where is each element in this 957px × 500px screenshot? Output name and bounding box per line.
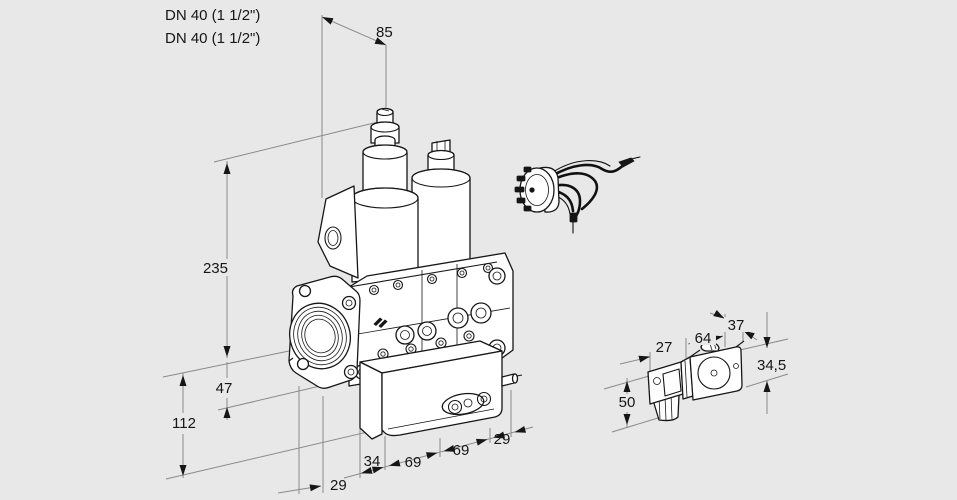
connector-plug-drawing	[514, 156, 641, 234]
solenoid-coil-rear	[411, 139, 471, 272]
dim-69-a: 69	[405, 454, 422, 471]
mounting-bracket	[317, 185, 359, 279]
dimension-labels: DN 40 (1 1/2") DN 40 (1 1/2") 85 235 47 …	[165, 7, 786, 494]
dim-85: 85	[376, 24, 393, 41]
dim-29-right: 29	[494, 431, 511, 448]
dim-27: 27	[656, 339, 673, 356]
dim-69-b: 69	[453, 442, 470, 459]
dim-235: 235	[203, 260, 228, 277]
dim-64: 64	[695, 330, 712, 347]
solenoid-coil-front	[351, 107, 419, 283]
dim-34: 34	[364, 453, 381, 470]
threaded-flange	[288, 275, 361, 389]
dim-37: 37	[728, 317, 745, 334]
accessory-solenoid-drawing	[603, 312, 789, 433]
bolt-heads-top-row	[368, 262, 494, 296]
accessory-body	[689, 346, 743, 401]
port-label-2: DN 40 (1 1/2")	[165, 30, 260, 47]
dim-47: 47	[216, 380, 233, 397]
dim-29-left: 29	[330, 477, 347, 494]
thread-bore	[289, 302, 351, 370]
label-backgrounds	[169, 259, 748, 431]
dim-34-5: 34,5	[757, 357, 786, 374]
port-label-1: DN 40 (1 1/2")	[165, 7, 260, 24]
dim-50: 50	[619, 394, 636, 411]
pressure-regulator	[359, 340, 523, 440]
bolt-heads-center	[395, 302, 492, 345]
dim-112: 112	[172, 415, 196, 432]
